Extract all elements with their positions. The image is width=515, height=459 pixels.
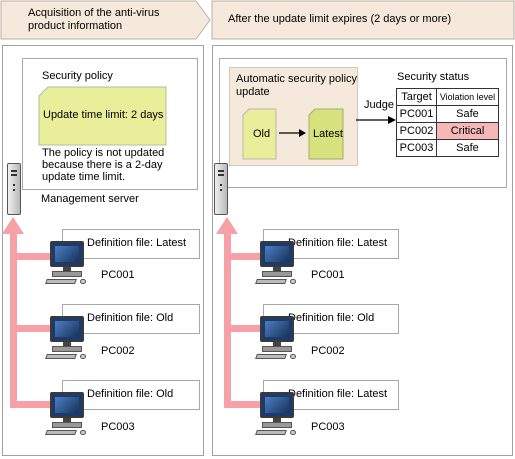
security-status-table: Target Violation level PC001 Safe PC002 … (396, 88, 499, 157)
management-server-label: Management server (41, 193, 139, 205)
status-level: Safe (436, 139, 499, 157)
old-latest-diagram (242, 108, 344, 160)
old-label: Old (253, 128, 271, 140)
right-pc002-label: PC002 (311, 345, 345, 357)
automatic-update-title-line1: Automatic security policy (236, 73, 358, 85)
automatic-update-title-line2: update (236, 86, 270, 98)
status-row: PC001 Safe (396, 105, 499, 123)
left-pc001-label: PC001 (101, 269, 135, 281)
policy-note-shape (38, 86, 167, 146)
right-pc003-computer-icon (255, 392, 298, 438)
right-management-server-icon (214, 163, 228, 215)
left-pc001-computer-icon (45, 241, 88, 287)
latest-label: Latest (313, 128, 343, 140)
header-violation-level: Violation level (436, 88, 499, 106)
right-header-band (211, 0, 515, 40)
right-pc002-computer-icon (255, 316, 298, 362)
right-pc001-label: PC001 (311, 269, 345, 281)
status-table-header: Target Violation level (396, 88, 499, 106)
left-header-title-line2: product information (28, 20, 123, 32)
right-upload-arrow (216, 217, 266, 408)
left-definition-box-pc001: Definition file: Latest (62, 229, 200, 259)
left-header-title-line1: Acquisition of the anti-virus (28, 7, 160, 19)
left-pc003-computer-icon (45, 392, 88, 438)
left-pc002-computer-icon (45, 316, 88, 362)
policy-desc-line2: because there is a 2-day (42, 159, 163, 171)
policy-desc-line1: The policy is not updated (42, 147, 165, 159)
left-definition-box-pc002: Definition file: Old (62, 304, 200, 334)
security-status-title: Security status (397, 71, 470, 83)
policy-desc-line3: update time limit. (42, 171, 126, 183)
header-target: Target (396, 88, 437, 106)
status-level: Safe (436, 105, 499, 123)
status-row: PC003 Safe (396, 139, 499, 157)
left-pc002-label: PC002 (101, 345, 135, 357)
left-definition-box-pc003: Definition file: Old (62, 380, 200, 410)
left-header-arrow (0, 0, 211, 40)
management-server-icon (7, 163, 21, 215)
status-target: PC003 (396, 139, 437, 157)
judge-arrow (356, 116, 396, 124)
right-pc003-label: PC003 (311, 421, 345, 433)
status-target: PC001 (396, 105, 437, 123)
left-pc003-label: PC003 (101, 421, 135, 433)
policy-note-text: Update time limit: 2 days (43, 109, 164, 121)
right-header-title: After the update limit expires (2 days o… (228, 13, 452, 25)
status-target: PC002 (396, 122, 437, 140)
left-upload-arrow (2, 217, 52, 408)
status-level-critical: Critical (436, 122, 499, 140)
judge-label: Judge (364, 99, 394, 111)
status-row: PC002 Critical (396, 122, 499, 140)
security-policy-title: Security policy (42, 70, 113, 82)
header-bands (0, 0, 515, 40)
right-pc001-computer-icon (255, 241, 298, 287)
